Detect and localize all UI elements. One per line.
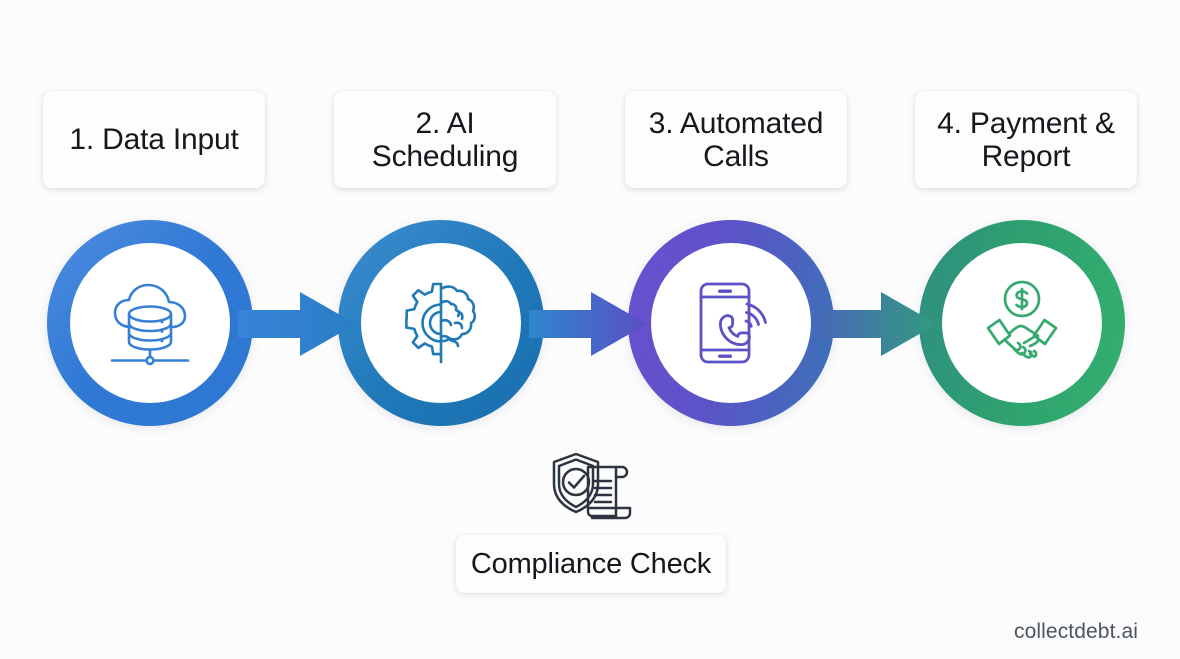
step-label: 1. Data Input — [69, 123, 239, 156]
step-circle-ai-scheduling — [338, 220, 544, 426]
step-label: 4. Payment & Report — [937, 106, 1115, 173]
step-card-payment-report: 4. Payment & Report — [915, 91, 1137, 188]
brand-watermark: collectdebt.ai — [1014, 620, 1138, 643]
step-label: 2. AI Scheduling — [371, 106, 519, 173]
compliance-check-card: Compliance Check — [456, 535, 726, 593]
handshake-dollar-icon — [986, 280, 1058, 359]
gear-brain-icon — [405, 282, 477, 364]
compliance-icon-wrapper — [546, 450, 638, 530]
cloud-database-icon — [110, 283, 190, 366]
arrow-data-input-to-ai-scheduling — [238, 292, 356, 356]
step-circle-automated-calls — [628, 220, 834, 426]
shield-check-document-icon — [552, 452, 632, 520]
step-card-automated-calls: 3. Automated Calls — [625, 91, 847, 188]
step-card-data-input: 1. Data Input — [43, 91, 265, 188]
compliance-check-label: Compliance Check — [470, 547, 712, 580]
step-card-ai-scheduling: 2. AI Scheduling — [334, 91, 556, 188]
circle-inner — [70, 243, 230, 403]
circle-inner — [361, 243, 521, 403]
smartphone-call-icon — [699, 282, 767, 364]
circle-inner — [942, 243, 1102, 403]
arrow-automated-calls-to-payment-report — [819, 292, 937, 356]
step-circle-data-input — [47, 220, 253, 426]
step-circle-payment-report — [919, 220, 1125, 426]
step-label: 3. Automated Calls — [648, 106, 824, 173]
arrow-ai-scheduling-to-automated-calls — [529, 292, 647, 356]
circle-inner — [651, 243, 811, 403]
